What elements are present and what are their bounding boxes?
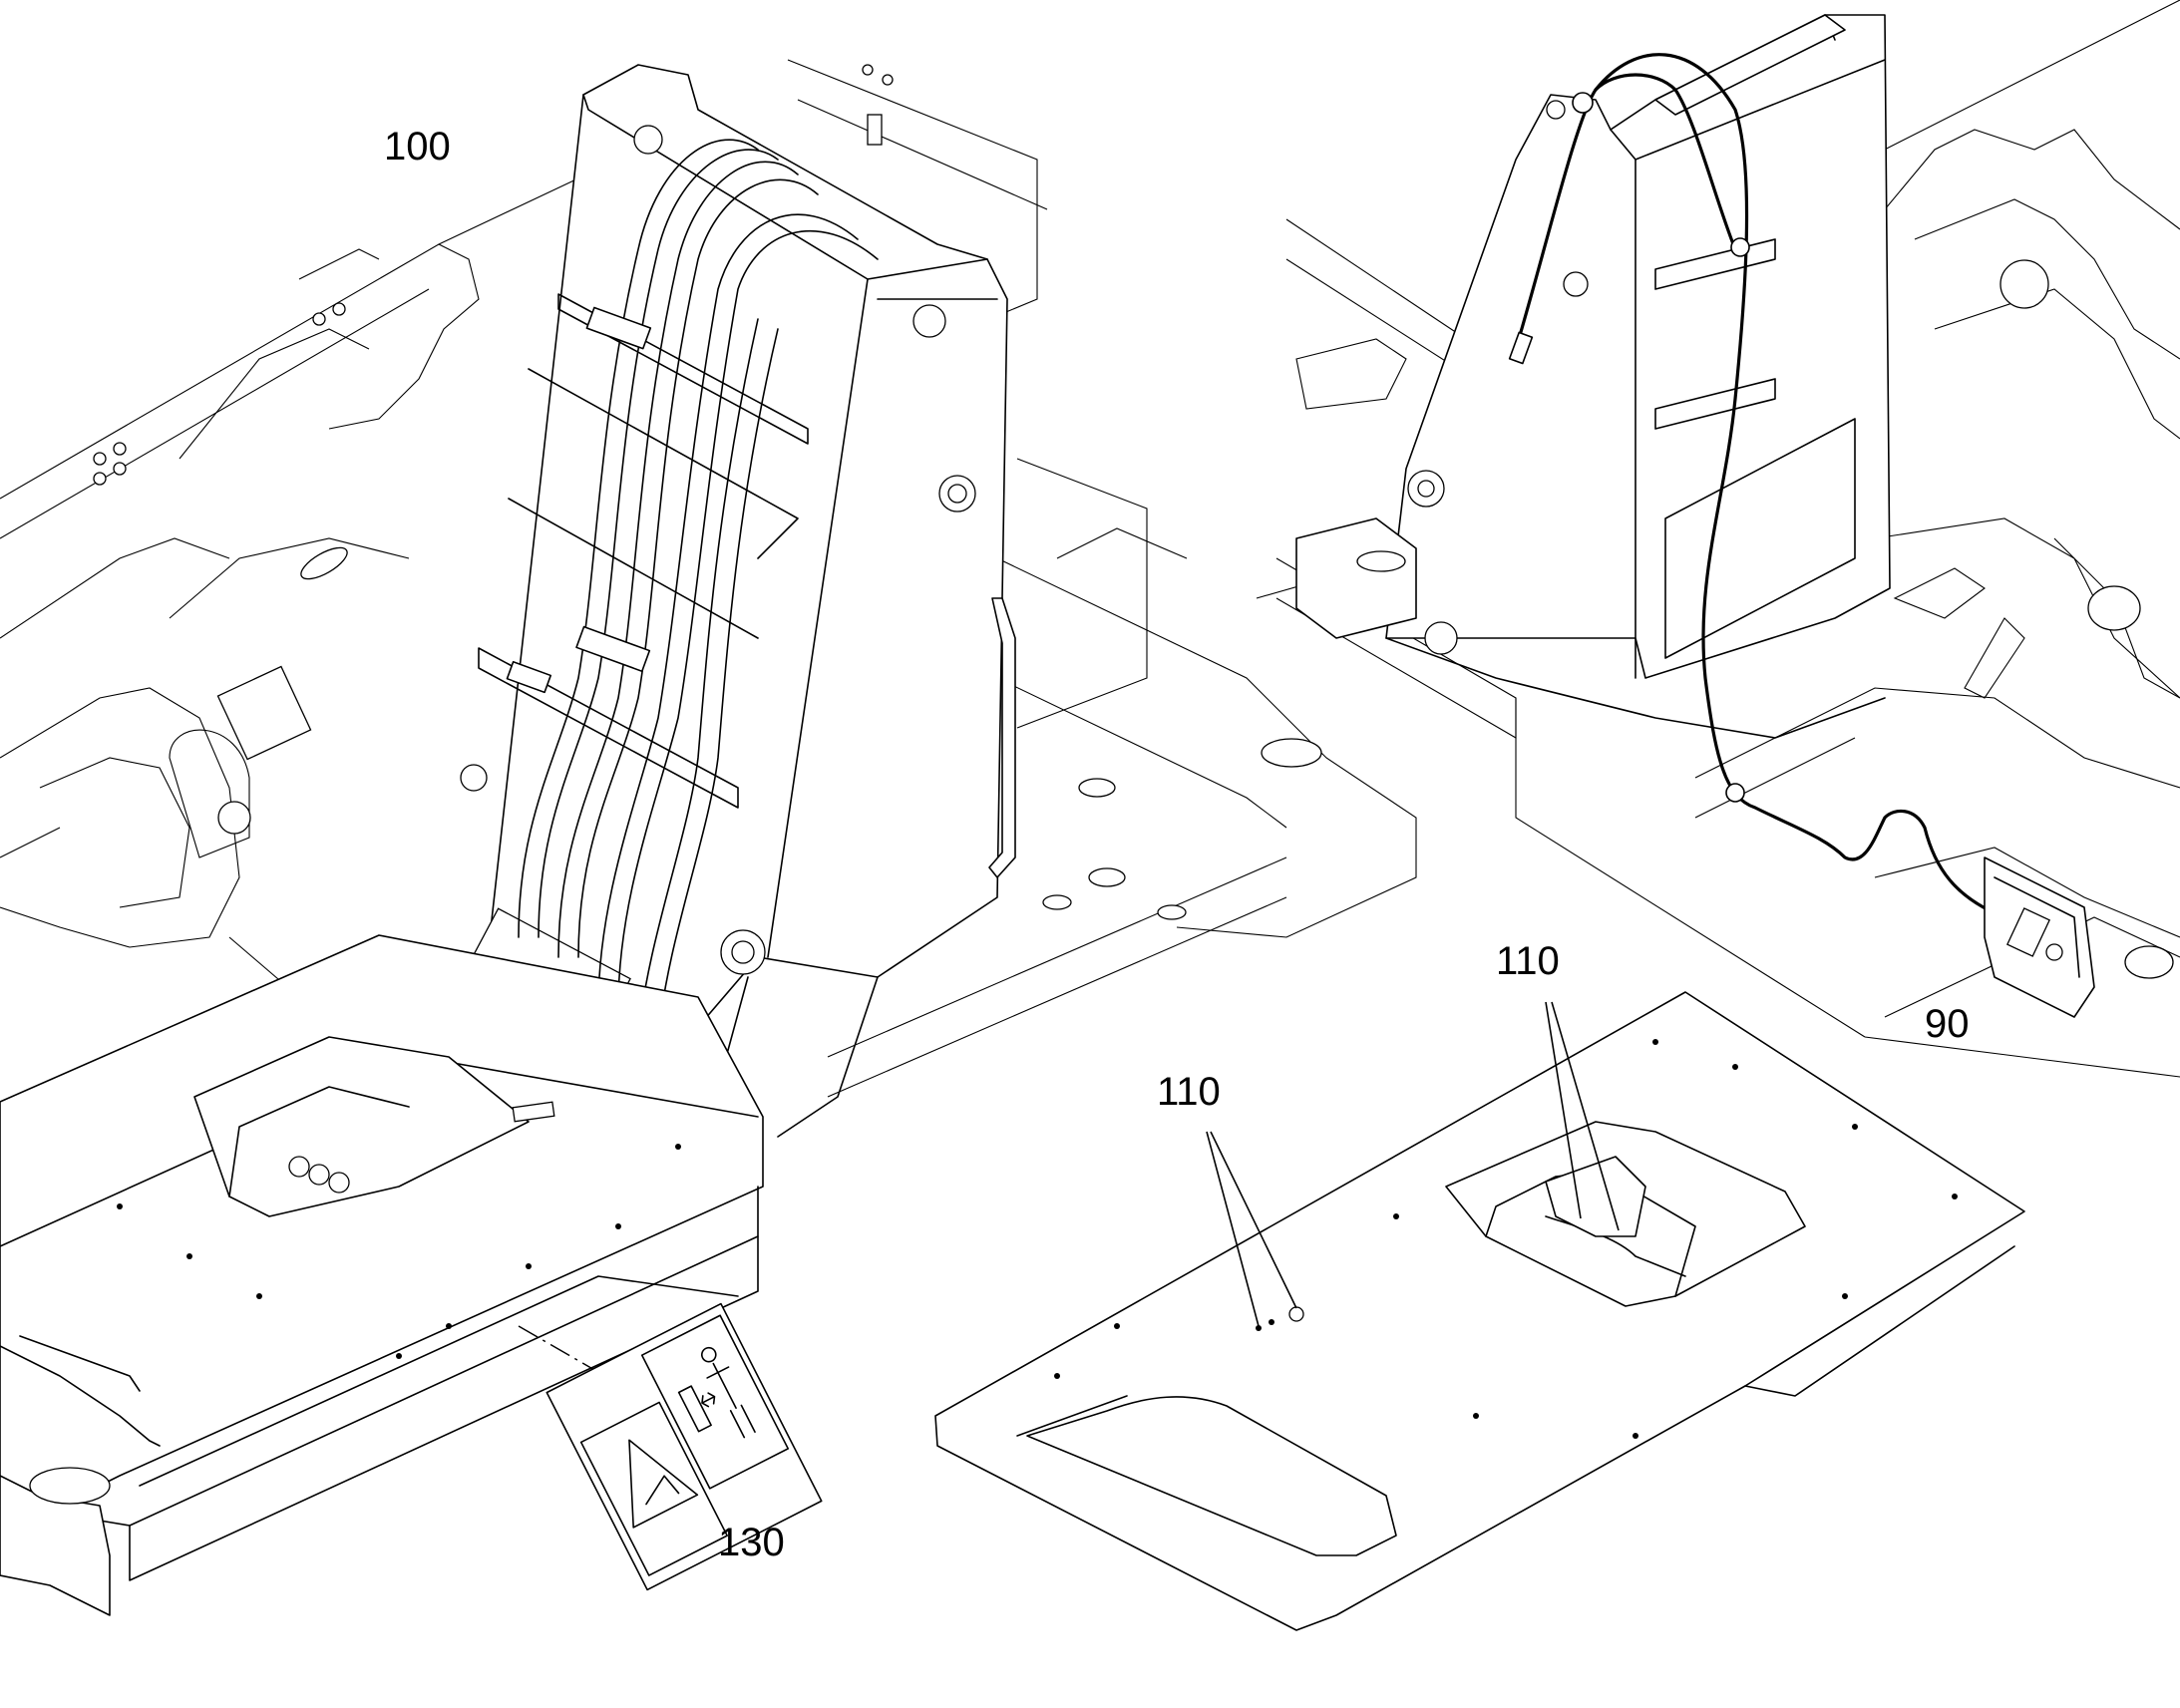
left-background-frame (0, 149, 719, 998)
keep-distance-person-icon (677, 1346, 756, 1439)
left-right-rail-frame (787, 59, 1417, 1098)
callout-100: 100 (384, 125, 451, 169)
wiring-harness (1508, 53, 2095, 1018)
callout-leaders (1206, 1001, 1620, 1327)
hydraulic-hose-bundle (506, 139, 879, 1038)
floor-plate (934, 991, 2025, 1631)
callout-130: 130 (718, 1521, 785, 1564)
callout-110-left: 110 (1157, 1070, 1221, 1114)
operator-platform (0, 934, 764, 1616)
callout-90: 90 (1925, 1002, 1970, 1046)
warning-decal (545, 1302, 823, 1591)
callout-110-right: 110 (1496, 939, 1560, 983)
right-tower (1295, 14, 1891, 739)
crush-hazard-warning-icon (628, 1439, 699, 1529)
